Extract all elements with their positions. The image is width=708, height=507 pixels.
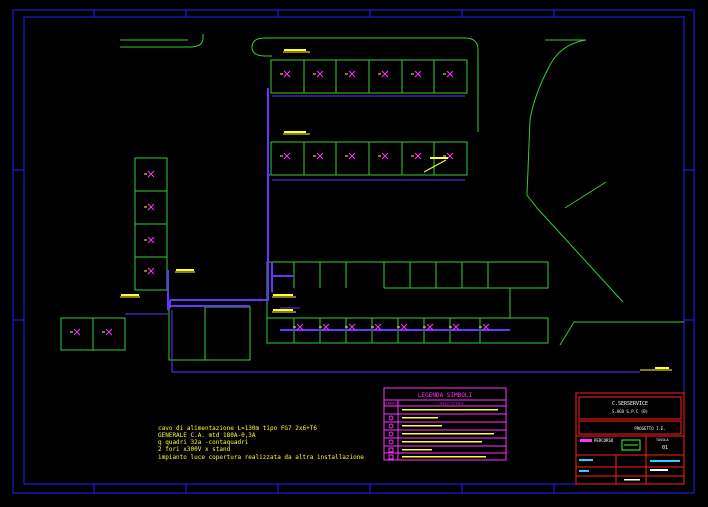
lamp-icon [316,152,324,160]
title-block: C.SERSERVICE S.AGO S.P.C (B) PROGETTO I.… [575,392,685,485]
note-line-4: 2 fori x300V x stand [158,446,231,453]
parking-column-left [134,157,168,291]
callout-labels [120,51,672,371]
company-address: S.AGO S.P.C (B) [612,409,648,414]
note-line-5: impianto luce copertura realizzata da al… [158,454,364,461]
company-name: C.SERSERVICE [612,401,648,407]
lamp-icon [147,236,155,244]
drawing-label: PERCORSO [594,438,614,443]
lamp-icon [348,70,356,78]
lamp-icon [283,152,291,160]
sheet-frame [12,9,695,494]
callout-text [121,49,669,369]
lamp-icon [147,267,155,275]
lamp-icon [296,323,304,331]
conduit-thin [125,95,640,373]
note-line-2: GENERALE C.A. mtd 180A-0,3A [158,432,256,439]
sheet-number: 01 [662,445,668,451]
lamp-icon [446,70,454,78]
parking-bottom-left [60,317,126,351]
legend-title: LEGENDA SIMBOLI [418,392,473,399]
lamp-icon [374,323,382,331]
lamp-icon [414,70,422,78]
note-line-3: q quadri 32a -contaquadri [158,439,249,446]
lamp-icon [283,70,291,78]
lamp-icon [381,70,389,78]
legend-col-symbol: Simbolo [384,402,399,406]
lamp-icon [381,152,389,160]
lamp-icon [73,328,81,336]
site-outline [120,34,684,346]
lamp-icon [348,323,356,331]
parking-row-1 [270,59,468,94]
legend-col-desc: Descrizione [440,402,463,406]
lamp-icon [452,323,460,331]
conduit-lines [167,88,510,331]
lamp-icon [348,152,356,160]
symbol-legend: LEGENDA SIMBOLI Simbolo Descrizione [383,387,507,461]
lamp-icon [316,70,324,78]
lamp-icon [147,170,155,178]
lamp-icon [147,203,155,211]
lamp-icon [482,323,490,331]
lamp-icon [105,328,113,336]
lamp-icon [322,323,330,331]
lamp-symbols [70,70,490,336]
project-title: PROGETTO I.E. [634,426,665,431]
lamp-icon [400,323,408,331]
building-block [168,261,549,361]
lamp-icon [414,152,422,160]
lamp-icon [426,323,434,331]
installation-notes: cavo di alimentazione L=130m tipo FG7 2x… [158,425,364,461]
note-line-1: cavo di alimentazione L=130m tipo FG7 2x… [158,425,317,432]
frame-ticks [13,10,694,493]
sheet-label: TAVOLA [656,438,670,442]
